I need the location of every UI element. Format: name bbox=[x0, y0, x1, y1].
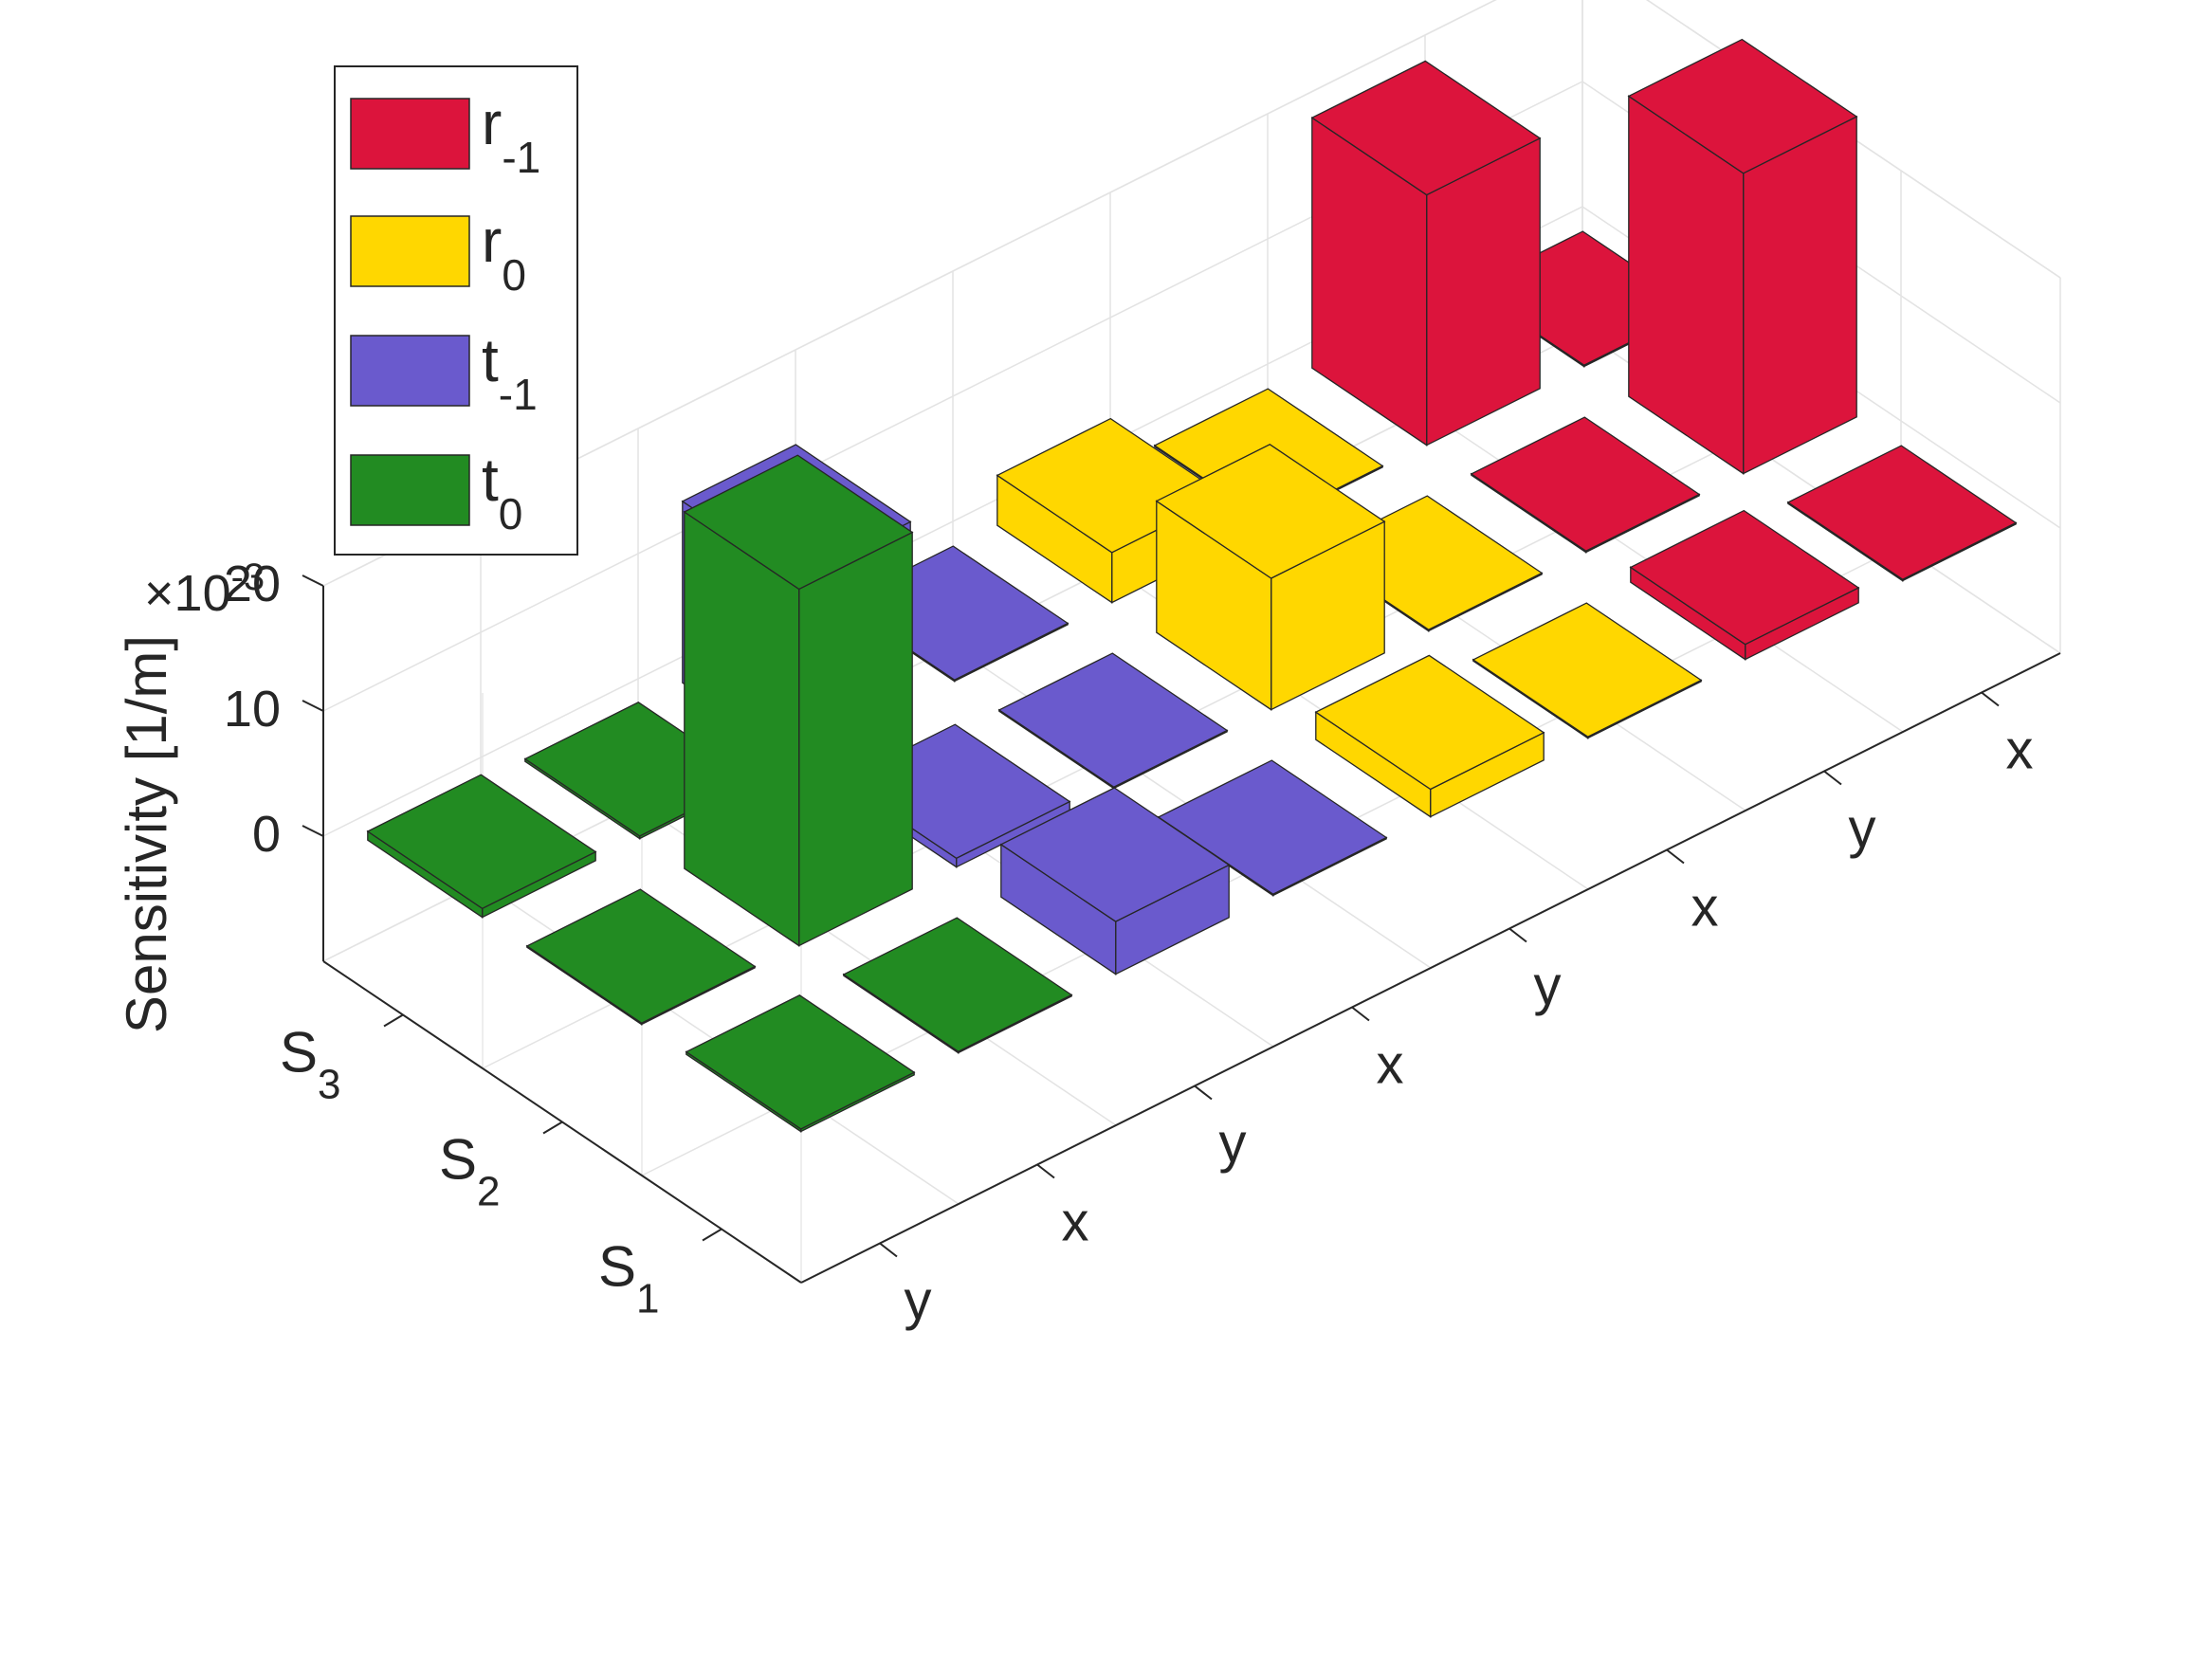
bar-top-face bbox=[685, 994, 916, 1130]
bar-top-face bbox=[1472, 602, 1703, 738]
bar bbox=[997, 652, 1229, 790]
bar-top-face bbox=[997, 652, 1229, 788]
column-tick-label: x bbox=[2006, 720, 2034, 781]
legend-label-r0: r0 bbox=[482, 207, 526, 300]
bar-top-face bbox=[1155, 444, 1386, 579]
bar bbox=[1314, 654, 1545, 818]
column-tick bbox=[1666, 848, 1685, 865]
bar-top-face bbox=[525, 888, 757, 1024]
row-tick-label-base: S bbox=[280, 1021, 318, 1085]
z-tick-label: 10 bbox=[224, 681, 281, 738]
row-tick-label-sub: 2 bbox=[477, 1169, 500, 1215]
legend-label-t-1: t-1 bbox=[482, 326, 538, 419]
z-multiplier-base: ×10 bbox=[144, 565, 231, 622]
legend-swatch-t-1 bbox=[350, 335, 470, 407]
bar-top-face bbox=[1310, 60, 1542, 196]
bar-front-face bbox=[1743, 115, 1857, 475]
z-multiplier: ×10-3 bbox=[144, 556, 265, 622]
column-tick-label: y bbox=[1219, 1113, 1247, 1175]
legend-label-t0: t0 bbox=[482, 446, 522, 538]
bar-top-face bbox=[842, 917, 1073, 1052]
legend-entry-r0: r0 bbox=[350, 207, 526, 300]
legend-label-sub: -1 bbox=[499, 370, 538, 419]
legend-entry-r-1: r-1 bbox=[350, 89, 540, 182]
z-tick bbox=[302, 825, 324, 837]
row-tick-label-sub: 3 bbox=[318, 1062, 340, 1108]
bar bbox=[1310, 60, 1542, 447]
bar-top-face bbox=[1314, 654, 1545, 791]
z-tick bbox=[302, 574, 324, 587]
row-tick bbox=[702, 1228, 722, 1242]
z-axis-label: Sensitivity [1/m] bbox=[115, 635, 178, 1033]
row-tick bbox=[383, 1013, 404, 1028]
bars-layer bbox=[366, 38, 2018, 1133]
bar bbox=[1470, 416, 1701, 554]
row-tick-label: S3 bbox=[280, 1021, 341, 1108]
legend: r-1 r0 t-1 t0 bbox=[334, 65, 578, 556]
legend-swatch-r-1 bbox=[350, 98, 470, 170]
bar-top-face bbox=[683, 454, 914, 591]
legend-label-r-1: r-1 bbox=[482, 89, 540, 182]
legend-label-base: r bbox=[482, 89, 502, 157]
legend-swatch-t0 bbox=[350, 454, 470, 526]
bar bbox=[525, 888, 757, 1026]
bar-top-face bbox=[366, 774, 597, 910]
row-tick-label-sub: 1 bbox=[636, 1276, 659, 1322]
bar bbox=[1786, 445, 2018, 582]
column-tick bbox=[1351, 1006, 1370, 1022]
column-tick-label: y bbox=[1849, 798, 1876, 860]
labels-layer: Sensitivity [1/m] ×10-3 bbox=[115, 556, 265, 1033]
legend-label-sub: -1 bbox=[502, 133, 540, 182]
bar-front-face bbox=[798, 531, 913, 947]
legend-entry-t0: t0 bbox=[350, 446, 522, 538]
legend-label-sub: 0 bbox=[502, 250, 526, 300]
grid-line bbox=[322, 0, 2061, 587]
bar bbox=[366, 774, 597, 919]
bar bbox=[1472, 602, 1703, 739]
legend-label-base: r bbox=[482, 207, 502, 275]
z-tick-label: 20 bbox=[224, 556, 281, 612]
column-tick bbox=[879, 1242, 898, 1258]
bar-top-face bbox=[1627, 38, 1858, 174]
row-tick bbox=[542, 1121, 563, 1135]
column-tick-label: x bbox=[1377, 1034, 1404, 1096]
row-tick-label: S2 bbox=[439, 1128, 501, 1215]
bar bbox=[683, 454, 914, 947]
row-tick-label: S1 bbox=[598, 1235, 660, 1322]
row-tick-label-base: S bbox=[439, 1128, 477, 1192]
legend-swatch-r0 bbox=[350, 215, 470, 287]
z-tick-label: 0 bbox=[252, 806, 281, 863]
bar bbox=[842, 917, 1073, 1054]
legend-label-sub: 0 bbox=[499, 489, 523, 538]
column-tick bbox=[1823, 770, 1842, 786]
bar bbox=[1155, 444, 1386, 711]
bar bbox=[685, 994, 916, 1133]
legend-entry-t-1: t-1 bbox=[350, 326, 538, 419]
column-axis-line bbox=[800, 652, 2061, 1284]
column-tick-label: y bbox=[1534, 956, 1562, 1017]
bar bbox=[1629, 509, 1860, 661]
column-tick bbox=[1036, 1163, 1055, 1179]
bar-top-face bbox=[999, 787, 1231, 922]
z-multiplier-exp: -3 bbox=[231, 556, 265, 598]
column-tick-label: x bbox=[1062, 1192, 1089, 1253]
column-tick-label: y bbox=[905, 1270, 932, 1332]
bar bbox=[1627, 38, 1858, 475]
bar-top-face bbox=[1157, 759, 1388, 895]
legend-label-base: t bbox=[482, 446, 499, 514]
row-tick-label-base: S bbox=[598, 1235, 636, 1299]
bar-top-face bbox=[1470, 416, 1701, 552]
column-tick bbox=[1508, 927, 1527, 943]
bar-top-face bbox=[1629, 509, 1860, 646]
column-tick-label: x bbox=[1691, 877, 1719, 939]
column-tick bbox=[1981, 691, 2000, 707]
legend-label-base: t bbox=[482, 326, 499, 394]
z-tick bbox=[302, 700, 324, 712]
bar bbox=[999, 787, 1231, 975]
column-tick bbox=[1194, 1085, 1213, 1101]
bar-top-face bbox=[1786, 445, 2018, 580]
